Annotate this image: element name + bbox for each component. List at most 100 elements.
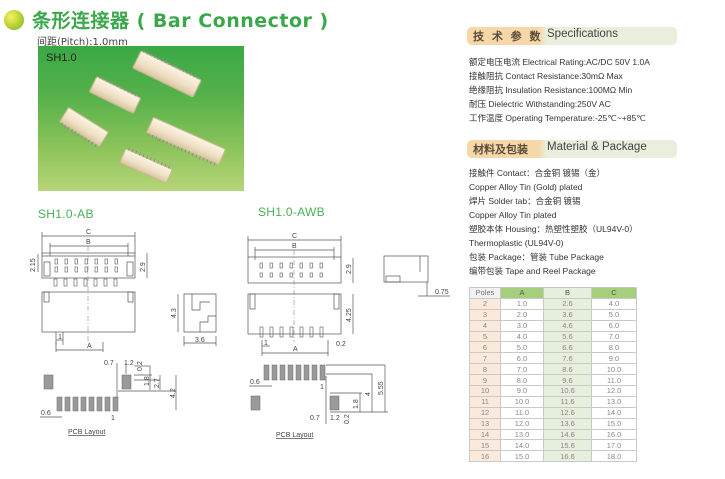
dim-label: 4.3 [171,308,178,318]
spec-item: 接触阻抗 Contact Resistance:30mΩ Max [469,71,623,81]
pin-row [53,258,118,287]
table-cell: 9 [469,374,501,387]
spec-heading-en: Specifications [547,28,618,40]
table-cell: 3 [469,308,501,321]
table-cell: 5 [469,330,501,343]
dim-label: 2.7 [154,378,161,388]
dim-label: 4.25 [346,308,353,322]
dim-label: C [86,229,91,236]
table-cell: 2.6 [543,297,592,310]
product-photo: SH1.0 [38,46,244,191]
spec-item: 耐压 Dielectric Withstanding:250V AC [469,99,611,109]
material-item: Copper Alloy Tin plated [469,210,557,220]
table-cell: 15.0 [591,417,637,430]
table-cell: 12.0 [500,417,544,430]
table-cell: 6 [469,341,501,354]
dim-label: 2.9 [346,264,353,274]
dim-label: 1 [111,415,115,422]
table-cell: 4.0 [500,330,544,343]
table-cell: 10.0 [500,395,544,408]
dim-label: 0.7 [310,415,320,422]
material-heading-en: Material & Package [547,141,647,153]
spec-item: 绝缘阻抗 Insulation Resistance:100MΩ Min [469,85,633,95]
dim-label: 1 [58,334,62,341]
material-item: 包装 Package：管装 Tube Package [469,252,604,262]
table-cell: 6.0 [591,319,637,332]
dim-label: 1 [264,340,268,347]
photo-label: SH1.0 [46,52,77,64]
table-cell: 14.6 [543,428,592,441]
table-cell: 9.0 [591,352,637,365]
dim-label: 0.6 [250,379,260,386]
table-cell: 14.0 [500,439,544,452]
table-header-row: Poles A B C [469,287,637,299]
table-cell: 9.0 [500,385,544,397]
table-cell: 4 [469,319,501,332]
material-item: Copper Alloy Tin (Gold) plated [469,182,583,192]
dim-label: A [293,346,298,353]
dim-label: 1.2 [124,360,134,367]
dim-label: C [292,233,297,240]
pcb-layout-label: PCB Layout [68,429,105,436]
material-heading-cn: 材料及包装 [473,143,528,156]
table-cell: 16 [469,450,501,463]
table-cell: 10.0 [591,363,637,376]
material-list: 接触件 Contact：合金铜 镀锡（金） Copper Alloy Tin (… [469,166,638,278]
pcb-layout-label: PCB Layout [276,432,313,439]
table-cell: 15.6 [543,439,592,452]
table-cell: 11.6 [543,395,592,408]
pcb-pads [250,364,340,411]
material-item: Thermoplastic (UL94V-0) [469,238,564,248]
dim-label: 0.7 [104,360,114,367]
material-item: 塑胶本体 Housing：热塑性塑胶（UL94V-0） [469,224,638,234]
material-item: 编带包装 Tape and Reel Package [469,266,596,276]
specifications-heading: 技 术 参 数 Specifications [467,27,677,45]
dim-label: 2.9 [140,262,147,272]
table-cell: 12.0 [591,385,637,397]
table-cell: 15 [469,439,501,452]
spec-heading-cn: 技 术 参 数 [473,30,543,43]
pin-row [259,262,324,338]
pcb-pads [43,374,132,412]
dim-label: 1.8 [144,376,151,386]
dim-label: 3.6 [195,337,205,344]
table-cell: 3.6 [543,308,592,321]
table-cell: 14.0 [591,406,637,419]
dim-label: 0.75 [435,289,449,296]
table-cell: 13 [469,417,501,430]
dim-label: B [292,243,297,250]
table-cell: 5.6 [543,330,592,343]
table-cell: 12.6 [543,406,592,419]
spec-item: 额定电压电流 Electrical Rating:AC/DC 50V 1.0A [469,57,650,67]
table-cell: 16.0 [591,428,637,441]
table-cell: 9.6 [543,374,592,387]
material-item: 接触件 Contact：合金铜 镀锡（金） [469,168,606,178]
table-cell: 5.0 [591,308,637,321]
table-cell: 2.0 [500,308,544,321]
drawing-awb: C B 2.9 4.25 1 A 0.2 0.75 0.6 1 4 5.55 1… [247,233,450,439]
header-poles: Poles [469,287,501,299]
table-cell: 3.0 [500,319,544,332]
table-cell: 10 [469,385,501,397]
dim-label: B [86,239,91,246]
spec-list: 额定电压电流 Electrical Rating:AC/DC 50V 1.0A … [469,55,650,125]
table-cell: 7 [469,352,501,365]
dim-label: 1.2 [330,415,340,422]
table-cell: 7.6 [543,352,592,365]
table-cell: 8.0 [591,341,637,354]
table-cell: 8.6 [543,363,592,376]
table-cell: 15.0 [500,450,544,463]
dim-label: 4 [365,392,372,396]
table-cell: 2 [469,297,501,310]
header-c: C [591,287,637,299]
pitch-label: 间距(Pitch):1.0mm [37,37,128,48]
